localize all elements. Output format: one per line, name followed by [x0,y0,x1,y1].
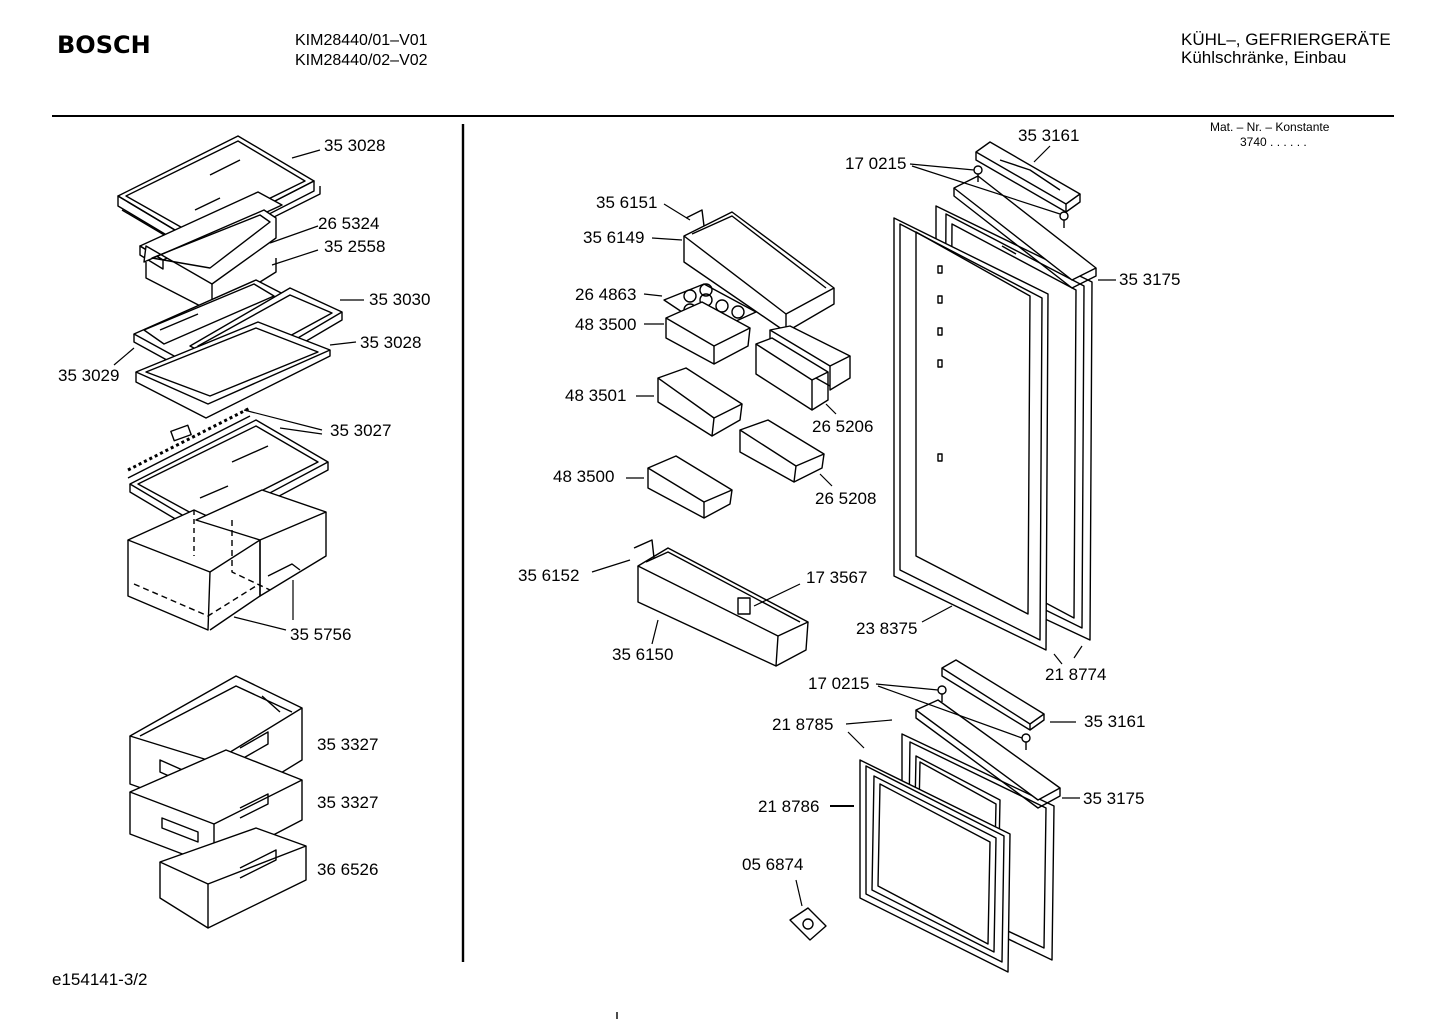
drawing-id: e154141-3/2 [52,970,148,989]
drawer-3 [160,828,306,928]
part-label: 35 6151 [596,193,658,212]
part-label: 21 8785 [772,715,834,734]
category-title: KÜHL–, GEFRIERGERÄTE [1181,30,1391,49]
lower-hinge-cover [942,660,1044,730]
temperature-knob [790,908,826,940]
door-bin-top [684,210,834,332]
part-label: 23 8375 [856,619,918,638]
part-label: 05 6874 [742,855,804,874]
left-leaders [114,150,364,630]
part-label: 21 8774 [1045,665,1107,684]
part-label: 17 0215 [808,674,870,693]
upper-door-gasket [894,218,1048,650]
lower-hinge-bracket [916,700,1060,808]
drawer-2 [130,750,302,866]
part-label: 21 8786 [758,797,820,816]
part-label: 35 6150 [612,645,674,664]
small-bin-1 [666,302,750,364]
part-label: 26 4863 [575,285,637,304]
lower-door-gasket [860,760,1010,972]
part-label: 35 3327 [317,735,379,754]
part-label: 26 5208 [815,489,877,508]
part-label: 36 6526 [317,860,379,879]
part-label: 48 3500 [575,315,637,334]
large-door-bin [634,540,808,666]
small-bin-4 [648,456,732,518]
upper-hinge-bracket [954,176,1096,288]
part-label: 17 0215 [845,154,907,173]
part-label: 35 6149 [583,228,645,247]
small-bin-2 [658,368,742,436]
model-number-2: KIM28440/02–V02 [295,52,428,69]
part-label: 48 3501 [565,386,627,405]
material-note-value: 3740 . . . . . . [1240,135,1307,149]
part-label: 17 3567 [806,568,868,587]
small-bin-3 [740,420,824,482]
category-subtitle: Kühlschränke, Einbau [1181,48,1347,67]
part-label: 35 3028 [324,136,386,155]
part-label: 35 3175 [1083,789,1145,808]
part-label: 35 6152 [518,566,580,585]
part-label: 48 3500 [553,467,615,486]
middle-leaders [592,204,836,644]
part-label: 35 2558 [324,237,386,256]
part-label: 26 5324 [318,214,380,233]
large-glass-shelf [128,408,328,536]
part-label: 35 3030 [369,290,431,309]
part-label: 35 3028 [360,333,422,352]
right-leaders [796,146,1116,906]
brand-logo: BOSCH [57,31,151,59]
part-label: 35 5756 [290,625,352,644]
material-note-title: Mat. – Nr. – Konstante [1210,120,1330,134]
shelf-frame-4 [136,322,330,418]
crisper-bin-right [196,490,326,596]
part-label: 35 3161 [1018,126,1080,145]
part-label: 26 5206 [812,417,874,436]
part-label: 35 3029 [58,366,120,385]
part-label: 35 3175 [1119,270,1181,289]
part-label: 35 3161 [1084,712,1146,731]
model-number-1: KIM28440/01–V01 [295,32,428,49]
part-label: 35 3327 [317,793,379,812]
upper-hinge-cover [976,142,1080,212]
tall-bin [756,326,850,410]
part-label: 35 3027 [330,421,392,440]
